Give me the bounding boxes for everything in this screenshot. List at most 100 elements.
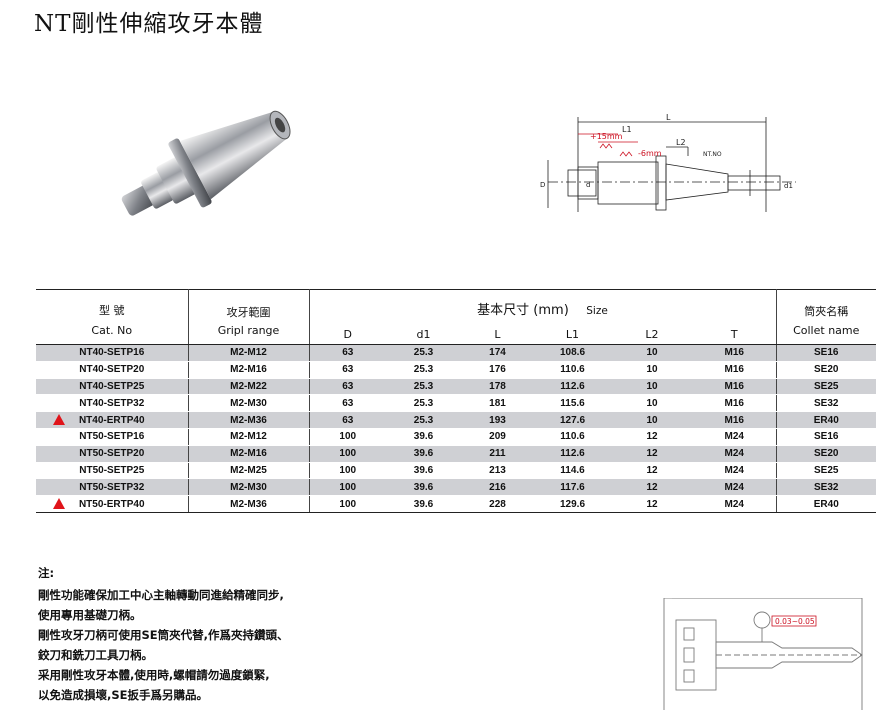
cat-no-text: NT50-ERTP40: [78, 498, 145, 510]
cell-size-d: 63: [308, 411, 386, 429]
cell-size-l2: 10: [611, 361, 693, 379]
cell-size-t: M16: [693, 361, 776, 379]
cell-grip-range: M2-M12: [187, 428, 309, 446]
cell-grip-range: M2-M30: [187, 478, 309, 497]
cell-cat-no: NT50-SETP25: [36, 462, 188, 480]
cell-size-l: 193: [461, 411, 534, 429]
cell-cat-no: NT40-SETP16: [36, 344, 188, 362]
cell-size-t: M16: [693, 394, 776, 413]
cell-size-t: M24: [693, 462, 776, 480]
notes-line: 使用專用基礎刀柄。: [38, 608, 142, 622]
cell-size-l2: 12: [611, 445, 693, 463]
cell-size-t: M16: [693, 344, 776, 362]
cell-size-d: 100: [308, 478, 386, 497]
dim-label-d1: d1: [784, 182, 793, 190]
cell-cat-no: NT40-ERTP40: [36, 411, 188, 429]
cell-grip-range: M2-M16: [187, 445, 309, 463]
cell-size-l: 174: [461, 344, 534, 362]
cat-no-text: NT50-SETP16: [79, 431, 145, 443]
dim-label-ntno: NT.NO: [703, 151, 722, 158]
cell-size-t: M16: [693, 378, 776, 396]
cell-size-l1: 114.6: [534, 462, 611, 480]
cell-size-d1: 25.3: [386, 378, 461, 396]
cell-size-d1: 39.6: [386, 478, 461, 497]
cell-size-l2: 10: [611, 344, 693, 362]
cell-collet-name: SE25: [775, 378, 876, 396]
cell-cat-no: NT50-SETP16: [36, 428, 188, 446]
header-size-en: Size: [586, 304, 608, 317]
cell-grip-range: M2-M12: [187, 344, 309, 362]
cat-no-text: NT40-ERTP40: [78, 414, 145, 426]
cell-cat-no: NT50-SETP20: [36, 445, 188, 463]
cell-size-t: M24: [693, 478, 776, 497]
header-col-l: L: [461, 320, 534, 345]
cell-size-d: 100: [308, 495, 386, 513]
cell-size-d: 100: [308, 462, 386, 480]
cell-size-d1: 39.6: [386, 462, 461, 480]
cell-size-d: 63: [308, 361, 386, 379]
cell-grip-range: M2-M30: [187, 394, 309, 413]
cell-size-l2: 12: [611, 495, 693, 513]
cell-size-l1: 117.6: [534, 478, 611, 497]
cell-size-d: 100: [308, 428, 386, 446]
cell-size-l: 178: [461, 378, 534, 396]
header-col-t: T: [693, 320, 776, 345]
cat-no-text: NT40-SETP16: [79, 347, 145, 359]
cell-collet-name: ER40: [775, 495, 876, 513]
cell-size-d: 63: [308, 378, 386, 396]
cell-size-d1: 39.6: [386, 495, 461, 513]
notes-line: 剛性攻牙刀柄可使用SE筒夾代替,作爲夾持鑽頭、: [38, 628, 289, 642]
header-col-d: D: [308, 320, 386, 345]
cell-size-d: 63: [308, 344, 386, 362]
page-title: NT剛性伸縮攻牙本體: [34, 11, 264, 37]
cell-collet-name: SE16: [775, 344, 876, 362]
header-model-en: Cat. No: [36, 320, 188, 345]
spec-table: 型 號 攻牙範圍 基本尺寸 (mm) Size 筒夾名稱 Cat. No Gri…: [36, 289, 876, 513]
cell-grip-range: M2-M25: [187, 462, 309, 480]
cell-size-l: 181: [461, 394, 534, 413]
dim-label-d-outer: D: [540, 181, 545, 189]
cell-grip-range: M2-M36: [187, 411, 309, 429]
cell-collet-name: SE20: [775, 361, 876, 379]
cell-size-l1: 129.6: [534, 495, 611, 513]
header-size-zh: 基本尺寸 (mm): [477, 302, 569, 318]
cell-size-l: 213: [461, 462, 534, 480]
header-col-l1: L1: [534, 320, 611, 345]
cell-collet-name: SE25: [775, 462, 876, 480]
cell-size-d1: 25.3: [386, 411, 461, 429]
dim-label-minus6: -6mm: [638, 149, 662, 158]
cell-size-d1: 25.3: [386, 394, 461, 413]
cell-size-d: 63: [308, 394, 386, 413]
cell-size-l1: 108.6: [534, 344, 611, 362]
cell-size-d1: 39.6: [386, 428, 461, 446]
cell-size-l2: 10: [611, 394, 693, 413]
cell-size-d1: 39.6: [386, 445, 461, 463]
cell-size-l2: 10: [611, 411, 693, 429]
cell-cat-no: NT50-ERTP40: [36, 495, 188, 513]
cell-size-t: M24: [693, 495, 776, 513]
cell-size-l1: 127.6: [534, 411, 611, 429]
cell-grip-range: M2-M16: [187, 361, 309, 379]
cell-size-l2: 12: [611, 428, 693, 446]
cell-size-l1: 110.6: [534, 428, 611, 446]
cell-size-t: M24: [693, 445, 776, 463]
cell-size-l1: 110.6: [534, 361, 611, 379]
cell-grip-range: M2-M36: [187, 495, 309, 513]
dim-label-plus15: +15mm: [590, 132, 623, 141]
cell-size-d: 100: [308, 445, 386, 463]
notes-line: 采用剛性攻牙本體,使用時,螺帽請勿過度鎖緊,: [38, 668, 270, 682]
notes-line: 鉸刀和銑刀工具刀柄。: [38, 648, 153, 662]
cell-collet-name: SE32: [775, 394, 876, 413]
tolerance-label: 0.03~0.05: [775, 617, 815, 626]
cell-size-l: 176: [461, 361, 534, 379]
cell-cat-no: NT50-SETP32: [36, 478, 188, 497]
